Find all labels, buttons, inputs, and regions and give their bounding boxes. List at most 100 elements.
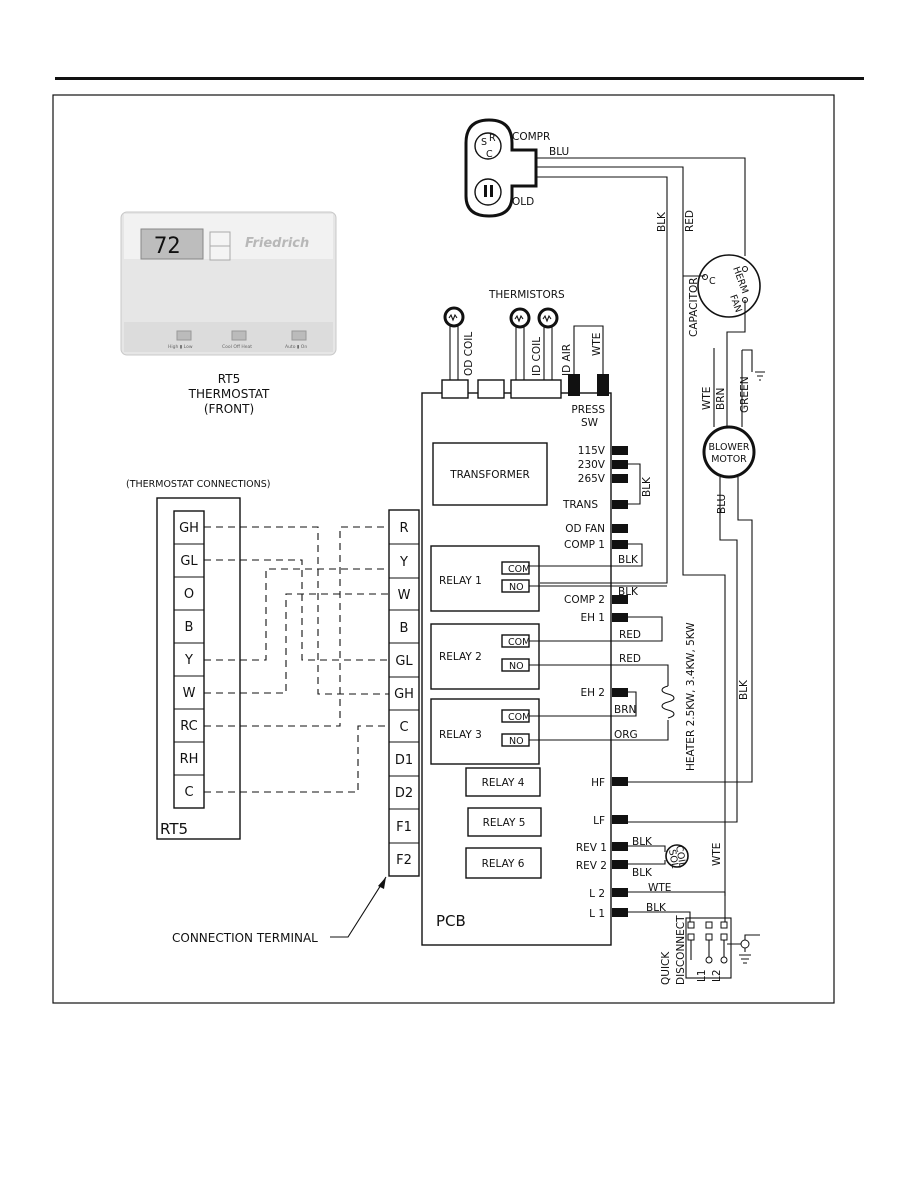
rt5-terminal-o: O xyxy=(184,587,194,602)
svg-text:BRN: BRN xyxy=(614,704,636,716)
thermistor-od-coil: OD COIL xyxy=(443,306,475,380)
svg-text:BLK: BLK xyxy=(632,867,653,879)
fan-speed-label: High ▮ Low xyxy=(168,344,193,350)
mode-button[interactable] xyxy=(231,330,247,341)
svg-text:TRANS: TRANS xyxy=(562,499,598,511)
compressor-wiring: BLU BLK RED xyxy=(536,146,746,584)
thermostat-display xyxy=(140,228,204,260)
rt5-label: RT5 xyxy=(160,820,188,838)
svg-text:BLK: BLK xyxy=(641,476,653,497)
compressor-terminal-s: S xyxy=(481,137,487,148)
svg-text:QUICK: QUICK xyxy=(660,951,672,985)
svg-text:265V: 265V xyxy=(578,473,606,485)
svg-text:BLK: BLK xyxy=(646,902,667,914)
pcb-terminal-r: R xyxy=(399,521,408,536)
pcb-terminal-gh: GH xyxy=(394,687,414,702)
thermostat-display-value: 72 xyxy=(154,234,181,259)
compressor: S R C COMPR OLD xyxy=(464,118,550,218)
svg-text:BLK: BLK xyxy=(618,554,639,566)
svg-text:RELAY 1: RELAY 1 xyxy=(439,575,482,587)
svg-text:BLU: BLU xyxy=(716,494,728,514)
pcb-terminal-w: W xyxy=(398,588,411,603)
fan-speed-button[interactable] xyxy=(176,330,192,341)
compr-label: COMPR xyxy=(512,131,550,143)
svg-text:RELAY 6: RELAY 6 xyxy=(482,858,525,870)
svg-text:REV 1: REV 1 xyxy=(576,842,607,854)
relay-5: RELAY 5 xyxy=(467,807,542,837)
svg-text:REV 2: REV 2 xyxy=(576,860,607,872)
pcb-terminal-c: C xyxy=(399,720,408,735)
diagram-frame xyxy=(52,94,835,1004)
relay-6: RELAY 6 xyxy=(465,847,542,879)
rt5-terminal-w: W xyxy=(183,686,196,701)
od-coil-label: OD COIL xyxy=(463,332,475,376)
svg-text:BLK: BLK xyxy=(738,679,750,700)
relay-3: RELAY 3 COM NO xyxy=(430,698,540,765)
thermostat-photo: 72 Friedrich High ▮ Low Cool Off Heat Au… xyxy=(120,211,337,356)
svg-text:BLOWER: BLOWER xyxy=(709,442,750,453)
connection-terminal-label: CONNECTION TERMINAL xyxy=(172,931,318,945)
thermistor-id-coil: ID COIL xyxy=(509,307,543,380)
compressor-terminal-c: C xyxy=(486,149,493,160)
header-rule xyxy=(55,77,864,80)
fan-mode-button[interactable] xyxy=(291,330,307,341)
fan-capacitor: C HERM FAN CAPACITOR xyxy=(688,254,761,337)
svg-text:NO: NO xyxy=(509,661,524,672)
thermostat-caption: RT5 THERMOSTAT (FRONT) xyxy=(188,372,270,416)
svg-text:GREEN: GREEN xyxy=(739,376,751,413)
reversing-valve-coil: COIL SOL xyxy=(665,844,689,870)
pcb-terminal-d1: D1 xyxy=(395,753,413,768)
connection-terminal-callout: CONNECTION TERMINAL xyxy=(172,876,387,945)
fan-mode-label: Auto ▮ On xyxy=(285,344,307,350)
svg-text:L1: L1 xyxy=(696,969,708,982)
svg-text:EH 1: EH 1 xyxy=(580,612,605,624)
pcb-terminal-f2: F2 xyxy=(396,853,412,868)
compressor-terminal-r: R xyxy=(489,133,496,144)
thermistor-id-air: ID AIR xyxy=(537,307,573,380)
svg-text:RED: RED xyxy=(619,629,641,641)
svg-text:230V: 230V xyxy=(578,459,606,471)
svg-text:COM: COM xyxy=(508,564,530,575)
svg-text:L 1: L 1 xyxy=(589,908,605,920)
capacitor-label: CAPACITOR xyxy=(688,277,700,337)
relay-1: RELAY 1 COM NO xyxy=(430,545,540,612)
transformer xyxy=(432,442,548,506)
svg-text:SOL: SOL xyxy=(666,849,680,870)
press-sw-label-2: SW xyxy=(581,417,599,429)
rt5-terminal-b: B xyxy=(185,620,194,635)
svg-text:RED: RED xyxy=(684,210,696,232)
blower-motor: BLOWER MOTOR xyxy=(702,425,756,479)
rt5-terminal-c: C xyxy=(184,785,193,800)
press-sw-label-1: PRESS xyxy=(571,404,605,416)
svg-text:WTE: WTE xyxy=(591,333,603,356)
thermostat-wiring xyxy=(204,526,389,793)
svg-text:COM: COM xyxy=(508,637,530,648)
pcb-terminal-f1: F1 xyxy=(396,820,412,835)
id-coil-label: ID COIL xyxy=(531,337,543,376)
svg-text:(FRONT): (FRONT) xyxy=(204,402,254,416)
svg-text:MOTOR: MOTOR xyxy=(711,454,747,465)
heater-label: HEATER 2.5KW, 3.4KW, 5KW xyxy=(685,622,697,771)
mode-label: Cool Off Heat xyxy=(222,344,252,350)
svg-text:WTE: WTE xyxy=(701,387,713,410)
pcb-terminal-d2: D2 xyxy=(395,786,413,801)
quick-disconnect: QUICK DISCONNECT L1 L2 xyxy=(660,892,760,985)
rt5-terminal-rc: RC xyxy=(180,719,197,734)
svg-text:NO: NO xyxy=(509,736,524,747)
svg-text:COIL: COIL xyxy=(673,845,688,869)
svg-text:WTE: WTE xyxy=(648,882,671,894)
pcb-terminal-gl: GL xyxy=(395,654,413,669)
relay-2: RELAY 2 COM NO xyxy=(430,623,540,690)
pcb-side-wiring: BLK BLK BLK RED RED BRN ORG BLK BLK WTE … xyxy=(529,463,725,922)
capacitor-terminal-c: C xyxy=(709,276,716,287)
pcb-label: PCB xyxy=(436,912,466,930)
svg-text:WTE: WTE xyxy=(711,843,723,866)
connection-terminal-block: R Y W B GL GH C D1 D2 F1 F2 xyxy=(388,509,420,877)
svg-text:ORG: ORG xyxy=(614,729,638,741)
svg-text:COM: COM xyxy=(508,712,530,723)
id-air-label: ID AIR xyxy=(561,344,573,376)
svg-text:RED: RED xyxy=(619,653,641,665)
thermostat-brand-logo: Friedrich xyxy=(245,236,309,251)
pressure-switch-wiring: WTE xyxy=(573,325,604,374)
